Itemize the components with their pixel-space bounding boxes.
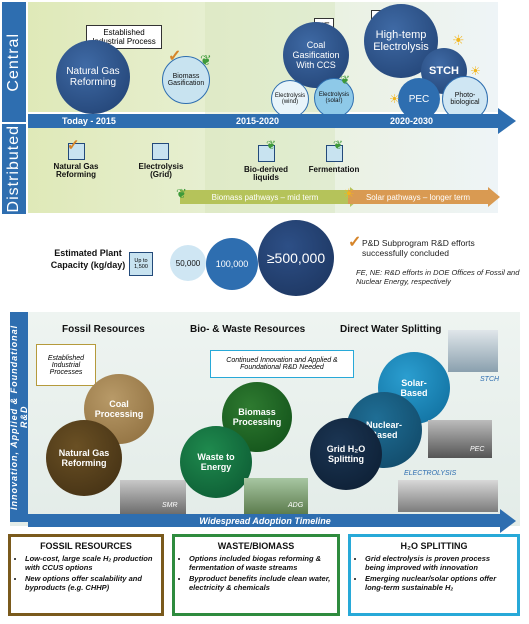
dist-ng-reforming-label: Natural Gas Reforming [53, 162, 99, 180]
timeline-today: Today - 2015 [62, 116, 116, 126]
bio-waste-heading: Bio- & Waste Resources [190, 324, 306, 335]
capacity-circle-small: 50,000 [170, 245, 206, 281]
natural-gas-reforming-circle: Natural Gas Reforming [46, 420, 122, 496]
solar-pathways-arrow: Solar pathways – longer term [348, 190, 488, 204]
water-bullet-1: Grid electrolysis is proven process bein… [365, 554, 512, 572]
up-to-box: Up to 1,500 [129, 252, 153, 276]
legend-check-text: P&D Subprogram R&D efforts successfully … [362, 238, 475, 258]
established-processes-box: Established Industrial Processes [36, 344, 96, 386]
electrolysis-photo [398, 480, 498, 512]
success-check-icon: ✓ [168, 48, 182, 65]
leaf-icon: ❦ [340, 73, 351, 87]
adg-photo [244, 478, 308, 514]
hydrogen-pathways-top-panel: Central Distributed Established Industri… [0, 0, 525, 215]
leaf-icon: ❦ [176, 186, 187, 201]
leaf-icon: ❦ [266, 138, 277, 152]
dist-fermentation-label: Fermentation [308, 165, 360, 174]
success-check-icon: ✓ [67, 137, 80, 154]
continued-innovation-box: Continued Innovation and Applied & Found… [210, 350, 354, 378]
water-box-title: H₂O SPLITTING [400, 541, 468, 551]
timeline-late: 2020-2030 [390, 116, 434, 126]
fossil-box: FOSSIL RESOURCES Low-cost, large scale H… [8, 534, 164, 616]
water-box: H₂O SPLITTING Grid electrolysis is prove… [348, 534, 520, 616]
fermentation-checkbox [326, 145, 343, 162]
adoption-arrowhead [500, 509, 516, 533]
rd-sidebar: Innovation, Applied & Foundational R&D [9, 312, 29, 522]
biomass-gasification-circle: Biomass Gasification [162, 56, 210, 104]
adoption-timeline-arrow: Widespread Adoption Timeline [28, 514, 502, 527]
electrolysis-wind-circle: Electrolysis (wind) [271, 80, 309, 118]
biomass-pathways-arrow: Biomass pathways – mid term [180, 190, 350, 204]
electrolysis-photo-label: ELECTROLYSIS [404, 470, 457, 477]
fossil-bullet-1: Low-cost, large scale H₂ production with… [25, 554, 156, 572]
pec-photo-label: PEC [470, 446, 485, 453]
fossil-box-title: FOSSIL RESOURCES [40, 541, 132, 551]
grid-h2o-splitting-circle: Grid H₂O Splitting [310, 418, 382, 490]
fossil-bullet-2: New options offer scalability and byprod… [25, 574, 156, 592]
timeline-mid: 2015-2020 [236, 116, 280, 126]
central-sidebar: Central [2, 2, 26, 122]
stch-photo-label: STCH [480, 376, 500, 383]
waste-box: WASTE/BIOMASS Options included biogas re… [172, 534, 340, 616]
sun-icon: ☀ [389, 92, 400, 106]
adg-label: ADG [288, 502, 304, 509]
sun-icon: ☀ [452, 32, 465, 48]
waste-to-energy-circle: Waste to Energy [180, 426, 252, 498]
pec-circle: PEC [398, 78, 440, 120]
sun-icon: ☀ [470, 64, 481, 78]
waste-box-title: WASTE/BIOMASS [217, 541, 295, 551]
legend-fe-ne-text: FE, NE: R&D efforts in DOE Offices of Fo… [356, 268, 520, 286]
coal-gasification-circle: Coal Gasification With CCS [283, 22, 349, 88]
ng-reforming-checkbox [68, 143, 85, 160]
leaf-icon: ❦ [333, 138, 344, 152]
water-splitting-heading: Direct Water Splitting [340, 324, 442, 335]
dist-electrolysis-grid-label: Electrolysis (Grid) [138, 162, 184, 180]
distributed-label: Distributed [5, 125, 22, 213]
central-label: Central [5, 32, 22, 92]
sun-icon: ☀ [343, 186, 355, 201]
capacity-label: Estimated Plant Capacity (kg/day) [50, 248, 126, 270]
timeline-arrowhead [498, 108, 516, 134]
bio-liquids-checkbox [258, 145, 275, 162]
waste-bullet-2: Byproduct benefits include clean water, … [189, 574, 332, 592]
waste-bullet-1: Options included biogas reforming & ferm… [189, 554, 332, 572]
timeline-arrow [28, 114, 500, 128]
electrolysis-grid-checkbox [152, 143, 169, 160]
pec-photo [428, 420, 492, 458]
distributed-sidebar: Distributed [2, 124, 26, 214]
leaf-icon: ❦ [200, 52, 212, 68]
fossil-resources-heading: Fossil Resources [62, 324, 145, 335]
solar-arrowhead [488, 187, 500, 207]
capacity-circle-medium: 100,000 [206, 238, 258, 290]
water-bullet-2: Emerging nuclear/solar options offer lon… [365, 574, 512, 592]
dist-bio-liquids-label: Bio-derived liquids [243, 165, 288, 183]
natural-gas-reforming-central: Natural Gas Reforming [56, 40, 130, 114]
stch-photo [448, 330, 498, 372]
smr-photo [120, 480, 186, 514]
capacity-circle-large: ≥500,000 [258, 220, 334, 296]
success-check-icon: ✓ [348, 234, 362, 251]
smr-label: SMR [162, 502, 178, 509]
